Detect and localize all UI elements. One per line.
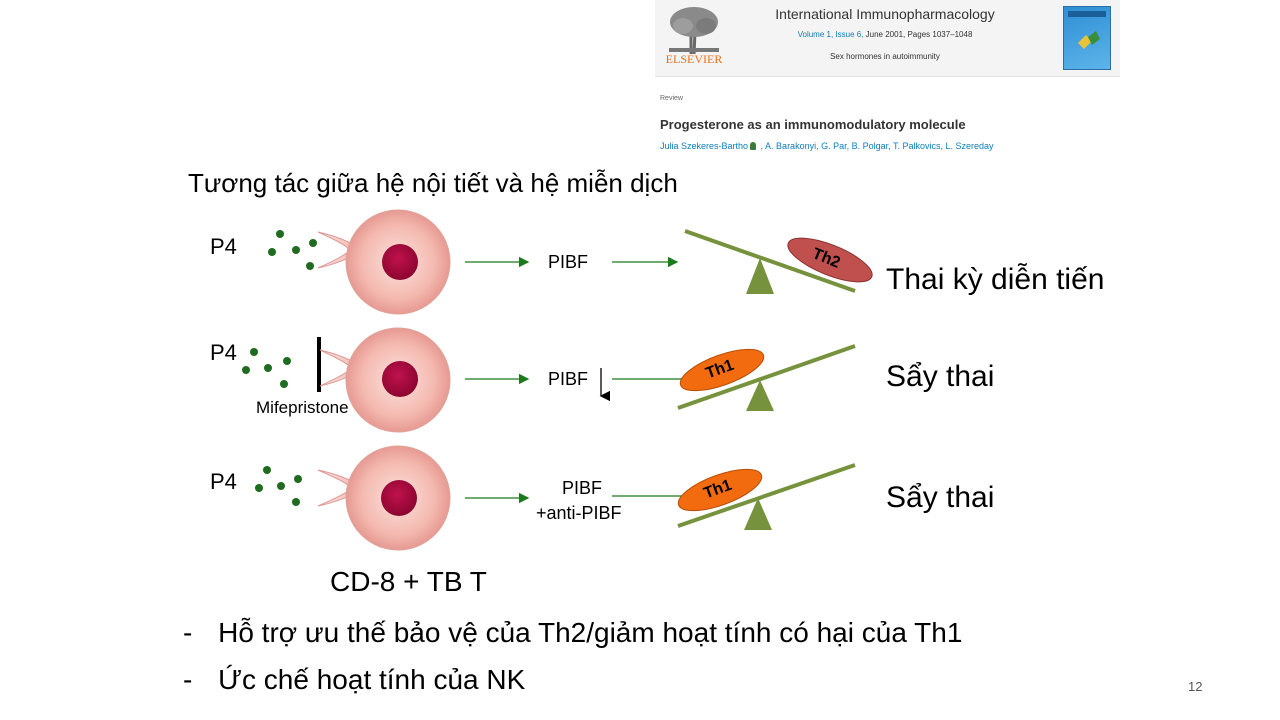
journal-title[interactable]: International Immunopharmacology	[775, 6, 995, 22]
p4-label-1: P4	[210, 234, 237, 259]
th2-oval	[787, 237, 873, 283]
volume-pages: June 2001, Pages 1037–1048	[863, 30, 973, 39]
volume-link[interactable]: Volume 1, Issue 6,	[797, 30, 864, 39]
seesaw-beam-3	[677, 463, 856, 528]
outcome-label-3: Sẩy thai	[886, 481, 995, 514]
bullet-text: Hỗ trợ ưu thế bảo vệ của Th2/giảm hoạt t…	[218, 617, 963, 648]
journal-volume: Volume 1, Issue 6, June 2001, Pages 1037…	[735, 30, 1035, 39]
th1-oval-2	[677, 468, 763, 512]
p4-dots-1	[268, 230, 317, 270]
bullet-marker: -	[183, 664, 193, 695]
bullet-marker: -	[183, 617, 193, 648]
anti-pibf-label: +anti-PIBF	[536, 503, 622, 523]
page-number: 12	[1188, 679, 1203, 694]
p4-label-3: P4	[210, 469, 237, 494]
seesaw-fulcrum-1	[746, 258, 774, 294]
bullet-text: Ức chế hoạt tính của NK	[218, 664, 526, 695]
row-1-diagram	[268, 209, 873, 315]
seesaw-fulcrum-3	[744, 498, 772, 530]
journal-cover-image[interactable]	[1063, 6, 1111, 70]
nucleus-2	[382, 361, 418, 397]
row-2-diagram	[242, 327, 856, 433]
author-corresponding[interactable]: Julia Szekeres-Bartho	[660, 141, 749, 151]
bullet-1: - Hỗ trợ ưu thế bảo vệ của Th2/giảm hoạt…	[183, 617, 962, 649]
outcome-label-2: Sẩy thai	[886, 360, 995, 393]
mifepristone-label: Mifepristone	[256, 398, 349, 417]
nucleus-3	[381, 480, 417, 516]
article-authors: Julia Szekeres-Bartho , A. Barakonyi, G.…	[660, 141, 994, 151]
elsevier-tree-logo	[661, 4, 727, 55]
pibf-label-1: PIBF	[548, 252, 589, 272]
seesaw-beam-1	[684, 229, 856, 293]
person-icon	[750, 142, 757, 150]
journal-subtitle: Sex hormones in autoimmunity	[830, 52, 940, 61]
seesaw-fulcrum-2	[746, 380, 774, 411]
p4-label-2: P4	[210, 340, 237, 365]
author-others[interactable]: , A. Barakonyi, G. Par, B. Polgar, T. Pa…	[758, 141, 994, 151]
journal-reference: ELSEVIER International Immunopharmacolog…	[655, 0, 1120, 160]
slide-heading: Tương tác giữa hệ nội tiết và hệ miễn dị…	[188, 168, 678, 198]
bullet-2: - Ức chế hoạt tính của NK	[183, 664, 525, 696]
article-title[interactable]: Progesterone as an immunomodulatory mole…	[660, 117, 966, 132]
pibf-label-2: PIBF	[548, 369, 589, 389]
outcome-label-1: Thai kỳ diễn tiến	[886, 263, 1105, 296]
th1-oval-1	[679, 348, 765, 392]
pibf-label-3: PIBF	[562, 478, 603, 498]
p4-dots-3	[255, 466, 302, 506]
p4-dots-2	[242, 348, 291, 388]
seesaw-beam-2	[677, 344, 856, 410]
article-type: Review	[660, 95, 683, 102]
publisher-name: ELSEVIER	[665, 52, 723, 66]
cell-type-label: CD-8 + TB T	[330, 566, 487, 597]
nucleus-1	[382, 244, 418, 280]
row-3-diagram	[255, 445, 856, 551]
journal-header-bar: ELSEVIER International Immunopharmacolog…	[655, 0, 1120, 77]
